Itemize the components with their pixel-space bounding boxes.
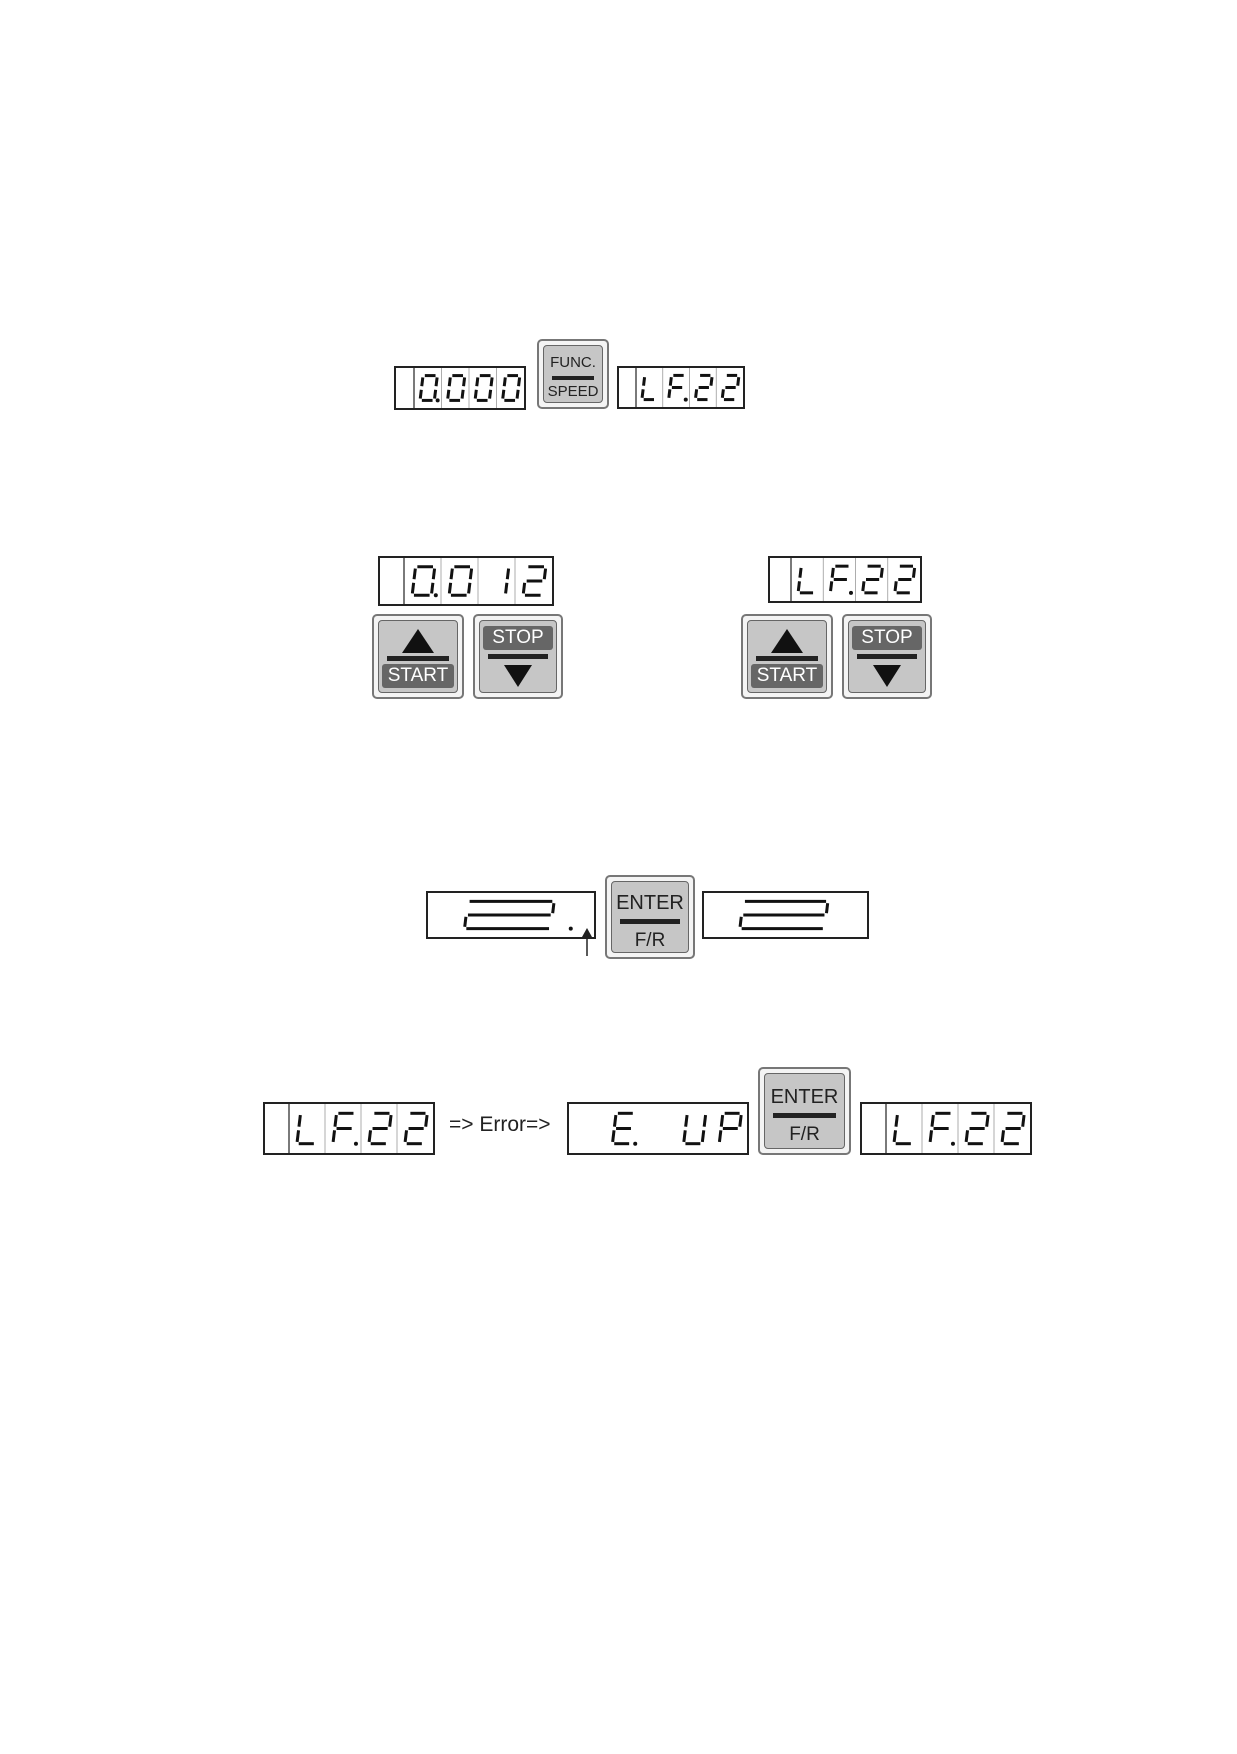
- segment-digit: [694, 373, 714, 402]
- segment-digit: [410, 565, 438, 598]
- segment-digit: [501, 374, 522, 402]
- display-lf22-c: [263, 1102, 435, 1155]
- display-lf22: [617, 366, 745, 409]
- segment-digit: [829, 564, 853, 595]
- segment-digit: [682, 1114, 708, 1146]
- stop-label: STOP: [852, 626, 922, 650]
- start-up-button-b[interactable]: START: [741, 614, 833, 699]
- seven-segment-digits: [403, 558, 548, 604]
- display-lf22-d: [860, 1102, 1032, 1155]
- segment-digit: [928, 1111, 955, 1146]
- segment-digit: [367, 1111, 393, 1146]
- segment-digit: [964, 1111, 990, 1146]
- seven-segment-digits: [885, 1104, 1026, 1153]
- seven-segment-digits: [790, 558, 917, 601]
- start-up-button[interactable]: START: [372, 614, 464, 699]
- start-label: START: [751, 664, 823, 688]
- seven-segment-digits: [463, 899, 573, 931]
- func-label: FUNC.: [550, 354, 596, 371]
- decimal-point-arrow-icon: [582, 928, 592, 956]
- seven-segment-digits: [738, 899, 830, 931]
- segment-digit: [861, 564, 884, 595]
- up-triangle-icon: [402, 629, 434, 653]
- segment-digit: [418, 374, 440, 403]
- segment-digit: [295, 1114, 314, 1146]
- segment-digit: [1000, 1111, 1026, 1146]
- seven-segment-digits: [611, 1111, 743, 1146]
- segment-digit: [473, 374, 494, 402]
- fr-label: F/R: [789, 1124, 820, 1145]
- segment-digit: [667, 373, 688, 402]
- display-speed-0012: [378, 556, 554, 606]
- fr-label: F/R: [634, 930, 666, 951]
- segment-digit: [331, 1111, 358, 1146]
- seven-segment-digits: [413, 368, 522, 408]
- enter-fr-button-b[interactable]: ENTER F/R: [758, 1067, 851, 1155]
- display-error-eup: [567, 1102, 749, 1155]
- error-arrow-text: => Error=>: [449, 1113, 551, 1136]
- segment-digit: [447, 565, 474, 597]
- segment-digit: [720, 373, 741, 402]
- segment-digit: [893, 564, 917, 595]
- stop-down-button-b[interactable]: STOP: [842, 614, 932, 699]
- speed-label: SPEED: [547, 383, 599, 400]
- up-triangle-icon: [771, 629, 803, 653]
- enter-label: ENTER: [770, 1086, 839, 1108]
- segment-digit: [504, 568, 511, 594]
- down-triangle-icon: [873, 665, 901, 687]
- segment-digit: [403, 1111, 429, 1146]
- down-triangle-icon: [504, 665, 532, 687]
- segment-digit: [738, 899, 830, 931]
- display-speed-0000: [394, 366, 526, 410]
- seven-segment-digits: [288, 1104, 429, 1153]
- start-label: START: [382, 664, 454, 688]
- segment-digit: [796, 567, 814, 595]
- display-value-2: [702, 891, 869, 939]
- segment-digit: [640, 377, 654, 402]
- segment-digit: [611, 1111, 638, 1146]
- enter-label: ENTER: [616, 892, 684, 914]
- segment-digit: [892, 1114, 911, 1146]
- segment-digit: [463, 899, 573, 931]
- enter-fr-button[interactable]: ENTER F/R: [605, 875, 695, 959]
- display-lf22-b: [768, 556, 922, 603]
- segment-digit: [717, 1111, 743, 1143]
- seven-segment-digits: [635, 368, 741, 407]
- stop-label: STOP: [483, 626, 553, 650]
- stop-down-button[interactable]: STOP: [473, 614, 563, 699]
- func-speed-button[interactable]: FUNC. SPEED: [537, 339, 609, 409]
- segment-digit: [446, 374, 467, 402]
- display-value-2-dot: [426, 891, 596, 939]
- segment-digit: [521, 565, 548, 597]
